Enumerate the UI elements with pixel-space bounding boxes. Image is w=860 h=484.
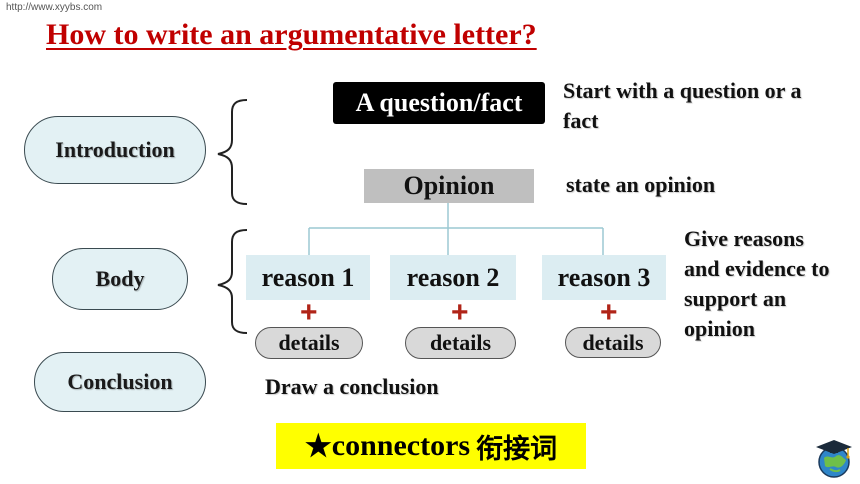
school-globe-logo-icon (816, 440, 852, 478)
opinion-box: Opinion (364, 169, 534, 203)
connectors-chinese: 衔接词 (476, 433, 558, 465)
plus-icon: + (451, 296, 469, 329)
details-pill-2: details (405, 327, 516, 359)
opinion-note: state an opinion (566, 172, 716, 197)
body-pill: Body (52, 248, 188, 310)
conclusion-pill: Conclusion (34, 352, 206, 412)
page-title: How to write an argumentative letter? (46, 18, 537, 51)
details-pill-3: details (565, 327, 661, 358)
connectors-banner: ★ connectors 衔接词 (276, 423, 586, 469)
plus-icon: + (300, 296, 318, 329)
body-brace (217, 229, 248, 334)
connectors-label: connectors (331, 429, 471, 462)
question-fact-box: A question/fact (333, 82, 545, 124)
introduction-pill: Introduction (24, 116, 206, 184)
plus-icon: + (600, 296, 618, 329)
details-pill-1: details (255, 327, 363, 359)
body-note: Give reasons and evidence to support an … (684, 226, 830, 341)
question-note: Start with a question or a fact (563, 78, 802, 133)
reason-2-box: reason 2 (390, 255, 516, 300)
reason-3-box: reason 3 (542, 255, 666, 300)
introduction-brace (217, 99, 248, 205)
reason-1-box: reason 1 (246, 255, 370, 300)
watermark-url: http://www.xyybs.com (6, 2, 103, 13)
star-icon: ★ (304, 429, 332, 463)
conclusion-note: Draw a conclusion (265, 374, 439, 399)
